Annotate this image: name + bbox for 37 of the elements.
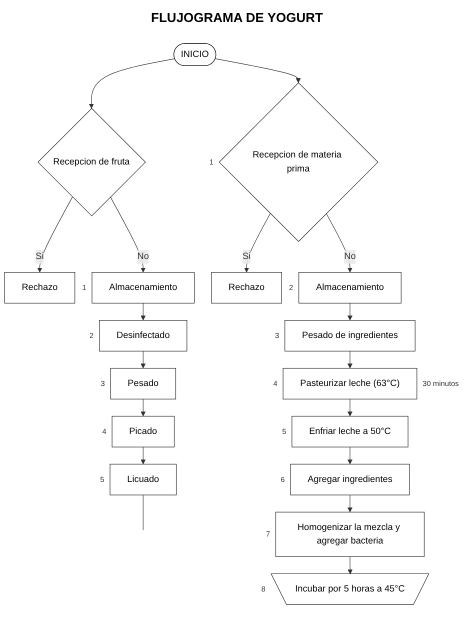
arrow (347, 494, 352, 512)
node-box: Licuado (110, 464, 177, 496)
node-diamond: Recepcion de materia prima (218, 82, 378, 242)
arrow (347, 398, 352, 416)
arrow (347, 302, 352, 321)
arrow (326, 213, 352, 273)
connector (142, 494, 144, 530)
node-box: Pesado (110, 368, 176, 400)
diagram-title: FLUJOGRAMA DE YOGURT (150, 10, 324, 25)
node-box: Almacenamiento (298, 272, 402, 304)
node-box: Pesado de ingredientes (284, 320, 416, 352)
arrow (37, 196, 73, 273)
node-box: Enfriar leche a 50°C (292, 416, 408, 448)
node-box: Agregar ingredientes (290, 464, 410, 496)
arrow (140, 350, 146, 368)
node-box: Almacenamiento (92, 272, 195, 304)
node-diamond: Recepcion de fruta (38, 108, 146, 216)
arrow (140, 398, 146, 416)
node-box: Rechazo (211, 272, 282, 304)
node-box: Pasteurizar leche (63°C) (282, 368, 418, 400)
node-box: Rechazo (4, 272, 76, 304)
arrow (347, 350, 352, 368)
arrow (215, 58, 301, 84)
edge-label: No (344, 252, 356, 262)
arrow (110, 196, 146, 273)
arrow (244, 213, 271, 273)
node-box: Picado (112, 416, 175, 448)
edge-label: No (137, 252, 149, 262)
arrow (347, 446, 352, 464)
edge-label: Si (242, 252, 251, 262)
arrow (140, 446, 146, 464)
node-box: Homogenizar la mezcla y agregar bacteria (275, 512, 424, 557)
edge-label: Si (36, 252, 44, 262)
arrow (88, 58, 176, 109)
node-box: Desinfectado (99, 320, 188, 352)
arrow (140, 302, 146, 321)
arrow (348, 556, 353, 574)
